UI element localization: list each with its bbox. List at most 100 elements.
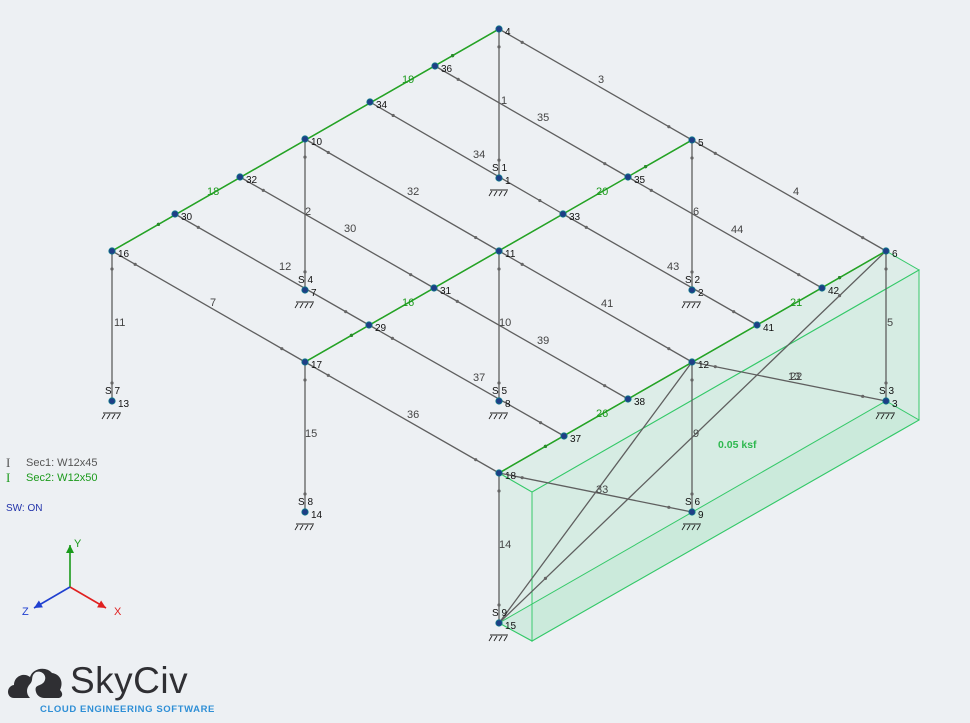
node-number-label: 1 [505, 176, 511, 187]
node-point[interactable] [495, 619, 503, 627]
node-number-label: 3 [892, 399, 898, 410]
node-point[interactable] [495, 397, 503, 405]
member-end-marker [196, 225, 200, 229]
node-point[interactable] [688, 286, 696, 294]
x-axis-label: X [114, 606, 122, 618]
node-point[interactable] [108, 247, 116, 255]
member-line[interactable] [369, 101, 564, 215]
node-point[interactable] [624, 173, 632, 181]
member-line[interactable] [111, 250, 306, 363]
fixed-support-icon[interactable]: S 5 [488, 386, 508, 420]
node-point[interactable] [301, 286, 309, 294]
member-end-marker [713, 365, 717, 369]
node-point[interactable] [688, 508, 696, 516]
pressure-box-face[interactable] [497, 400, 921, 642]
y-axis-label: Y [74, 538, 82, 550]
member-end-marker [539, 421, 543, 425]
node-point[interactable] [108, 397, 116, 405]
node-point[interactable] [753, 321, 761, 329]
fixed-support-icon[interactable]: S 7 [101, 386, 121, 420]
fixed-support-icon[interactable]: S 2 [681, 275, 701, 309]
node-point[interactable] [495, 25, 503, 33]
member-number-label: 9 [693, 428, 699, 440]
member-end-marker [497, 603, 501, 607]
node-point[interactable] [495, 174, 503, 182]
x-axis-arrow: X [69, 586, 122, 618]
node-point[interactable] [301, 508, 309, 516]
node-point[interactable] [495, 247, 503, 255]
member-end-marker [861, 236, 865, 240]
fixed-support-icon[interactable]: S 3 [875, 386, 895, 420]
member-line[interactable] [368, 324, 565, 437]
node-point[interactable] [171, 210, 179, 218]
node-point[interactable] [301, 358, 309, 366]
member-line[interactable] [627, 176, 823, 289]
member-line[interactable] [691, 139, 887, 252]
fixed-support-icon[interactable]: S 1 [488, 163, 508, 197]
node-number-label: 9 [698, 510, 704, 521]
member-line[interactable] [239, 176, 435, 289]
member-end-marker [520, 40, 524, 44]
member-end-marker [538, 198, 542, 203]
node-point[interactable] [236, 173, 244, 181]
member-end-marker [884, 381, 888, 385]
i-beam-icon: I [6, 469, 11, 485]
member-end-marker [326, 150, 330, 155]
node-number-label: 2 [698, 288, 704, 299]
node-point[interactable] [818, 284, 826, 292]
fixed-support-icon[interactable]: S 9 [488, 608, 508, 642]
member-end-marker [110, 267, 114, 271]
member-line[interactable] [434, 65, 629, 178]
fixed-support-icon[interactable]: S 4 [294, 275, 314, 309]
member-end-marker [474, 458, 478, 462]
member-end-marker [390, 336, 394, 340]
node-point[interactable] [301, 135, 309, 143]
member-line[interactable] [562, 213, 758, 326]
member-end-marker [261, 188, 265, 192]
node-point[interactable] [430, 284, 438, 292]
node-point[interactable] [365, 321, 373, 329]
member-end-marker [280, 347, 284, 351]
node-point[interactable] [560, 432, 568, 440]
node-point[interactable] [431, 62, 439, 70]
node-point[interactable] [559, 210, 567, 218]
node-number-label: 6 [892, 249, 898, 260]
member-end-marker [344, 310, 348, 314]
member-line[interactable] [304, 361, 500, 474]
member-line[interactable] [498, 361, 693, 624]
support-label: S 3 [879, 386, 894, 397]
member-line[interactable] [304, 138, 500, 252]
legend-sec1: I Sec1: W12x45 [6, 455, 98, 470]
node-number-label: 10 [311, 137, 323, 148]
node-point[interactable] [688, 358, 696, 366]
node-number-label: 35 [634, 175, 646, 186]
node-point[interactable] [688, 136, 696, 144]
member-line[interactable] [691, 361, 887, 402]
member-number-label: 11 [114, 317, 125, 329]
member-end-marker [690, 492, 694, 496]
node-point[interactable] [495, 469, 503, 477]
node-point[interactable] [882, 397, 890, 405]
node-number-label: 7 [311, 288, 317, 299]
fixed-support-icon[interactable]: S 8 [294, 497, 314, 531]
member-line[interactable] [174, 213, 370, 326]
fixed-support-icon[interactable]: S 6 [681, 497, 701, 531]
support-label: S 2 [685, 275, 700, 286]
member-end-marker [497, 267, 501, 271]
member-line[interactable] [498, 28, 693, 141]
node-point[interactable] [882, 247, 890, 255]
member-line[interactable] [498, 250, 887, 624]
member-end-marker [690, 156, 694, 160]
member-line[interactable] [498, 250, 693, 363]
member-line[interactable] [433, 287, 629, 400]
member-number-label: 34 [473, 149, 485, 161]
member-end-marker [455, 299, 459, 303]
member-end-marker [643, 165, 648, 169]
logo-name: SkyCiv [70, 660, 189, 701]
node-point[interactable] [366, 98, 374, 106]
node-point[interactable] [624, 395, 632, 403]
member-end-marker [326, 373, 330, 377]
member-end-marker [603, 162, 607, 166]
member-number-label: 33 [596, 484, 608, 496]
